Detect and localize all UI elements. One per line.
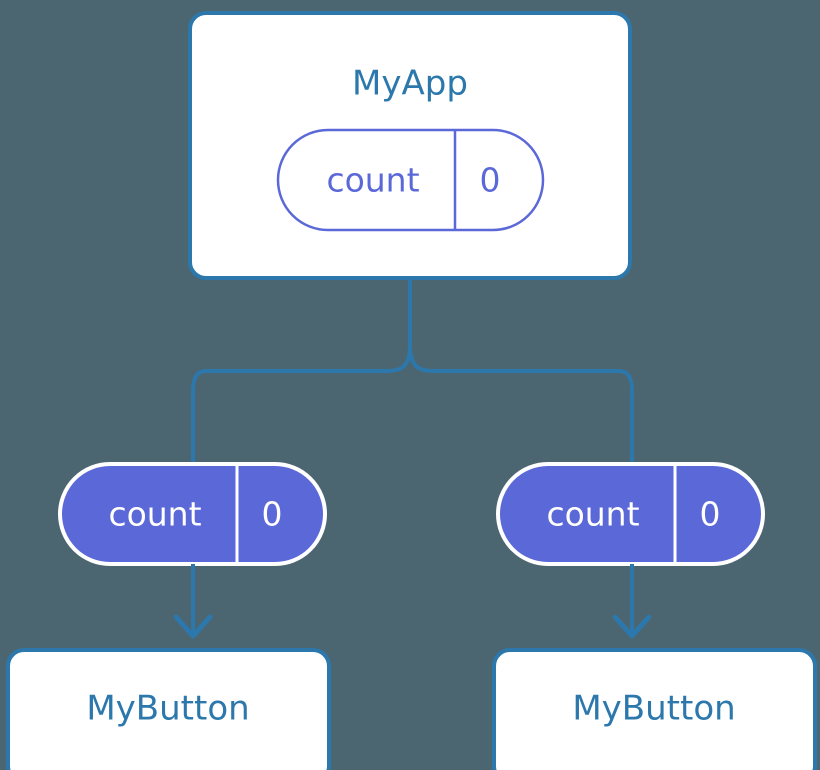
arrow-group [173, 564, 652, 639]
mybutton-left-label: MyButton [86, 689, 249, 729]
left-arrow-head [173, 614, 213, 639]
left-pill-value: 0 [262, 495, 283, 534]
connector-left-branch [191, 344, 412, 472]
connector-group [191, 278, 634, 472]
connector-right-branch [408, 344, 634, 472]
left-pill-label: count [108, 495, 201, 534]
mybutton-right-box[interactable] [492, 648, 817, 770]
right-pill-value: 0 [700, 495, 721, 534]
myapp-pill-body[interactable] [276, 128, 545, 232]
mybutton-right-label: MyButton [572, 689, 735, 729]
node-mybutton-right[interactable]: MyButton [492, 648, 817, 770]
myapp-pill-value: 0 [480, 161, 501, 200]
right-arrow-head [612, 614, 652, 639]
right-pill-label: count [546, 495, 639, 534]
myapp-title: MyApp [352, 64, 468, 104]
mybutton-left-box[interactable] [6, 648, 331, 770]
node-myapp[interactable]: MyApp count 0 [188, 11, 632, 280]
right-state-pill[interactable]: count 0 [496, 462, 765, 566]
node-mybutton-left[interactable]: MyButton [6, 648, 331, 770]
left-state-pill[interactable]: count 0 [58, 462, 327, 566]
myapp-state-pill[interactable]: count 0 [276, 128, 545, 232]
myapp-pill-label: count [326, 161, 419, 200]
